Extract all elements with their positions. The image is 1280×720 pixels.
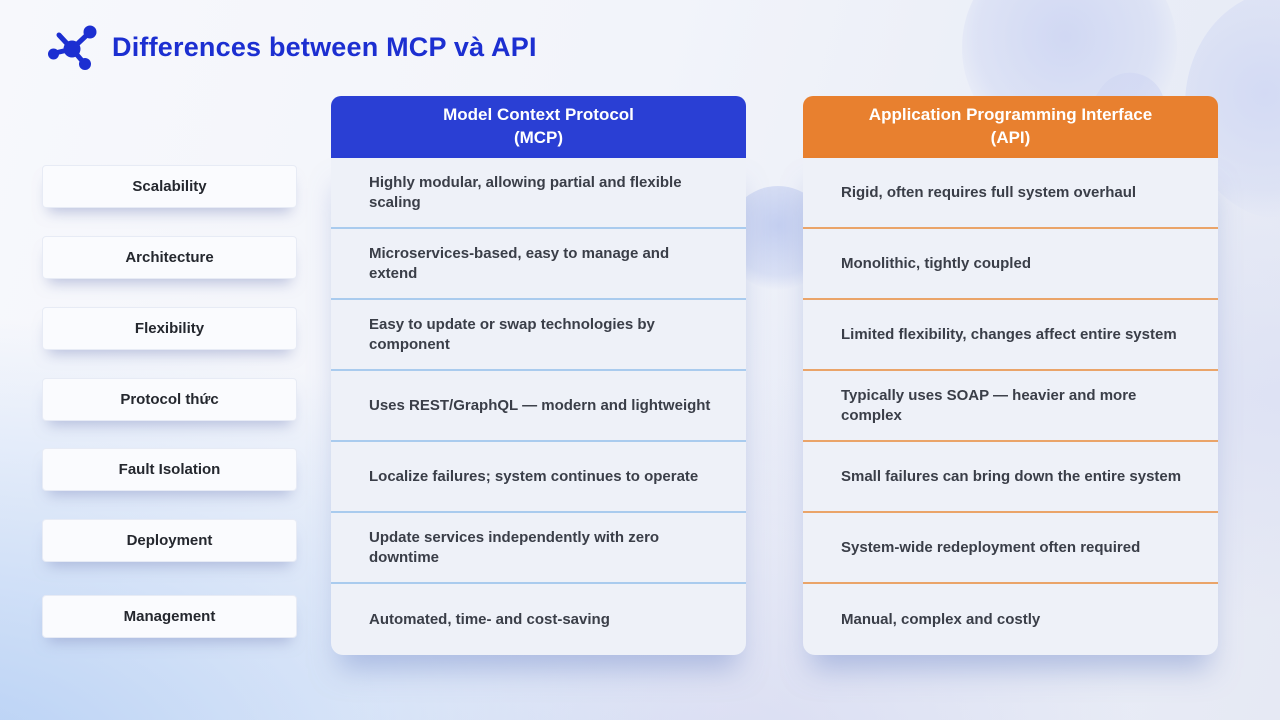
api-cell-text: Monolithic, tightly coupled — [841, 254, 1031, 272]
api-cell-text: Limited flexibility, changes affect enti… — [841, 325, 1177, 343]
page-title: Differences between MCP và API — [112, 31, 537, 62]
mcp-cell-text: Update services independently with zero … — [369, 528, 660, 566]
mcp-cell-text: Highly modular, allowing partial and fle… — [369, 173, 682, 211]
row-label-deployment: Deployment — [42, 519, 297, 562]
mcp-cell-deployment: Update services independently with zero … — [331, 513, 746, 584]
mcp-cell-protocol: Uses REST/GraphQL — modern and lightweig… — [331, 371, 746, 442]
row-label-protocol: Protocol thức — [42, 378, 297, 421]
api-cell-deployment: System-wide redeployment often required — [803, 513, 1218, 584]
api-header-line2: (API) — [990, 128, 1031, 147]
api-header-line1: Application Programming Interface — [868, 105, 1153, 125]
api-cell-management: Manual, complex and costly — [803, 584, 1218, 655]
mcp-column: Model Context Protocol (MCP) Highly modu… — [331, 96, 746, 655]
row-label-fault-isolation: Fault Isolation — [42, 448, 297, 491]
api-cell-text: Rigid, often requires full system overha… — [841, 183, 1137, 201]
mcp-cell-fault-isolation: Localize failures; system continues to o… — [331, 442, 746, 513]
molecule-icon — [48, 25, 97, 70]
mcp-cell-text: Microservices-based, easy to manage and … — [369, 244, 670, 282]
api-cell-text: Small failures can bring down the entire… — [841, 467, 1182, 485]
title-row: Differences between MCP và API — [46, 24, 537, 70]
row-label-scalability: Scalability — [42, 165, 297, 208]
mcp-column-header: Model Context Protocol (MCP) — [331, 96, 746, 158]
row-label-flexibility: Flexibility — [42, 307, 297, 350]
mcp-header-line1: Model Context Protocol — [443, 105, 634, 125]
api-column: Application Programming Interface (API) … — [803, 96, 1218, 655]
row-label-architecture: Architecture — [42, 236, 297, 279]
api-cell-text: Manual, complex and costly — [841, 610, 1041, 628]
api-column-body: Rigid, often requires full system overha… — [803, 158, 1218, 655]
mcp-cell-management: Automated, time- and cost-saving — [331, 584, 746, 655]
mcp-header-line2: (MCP) — [513, 128, 564, 147]
row-label-management: Management — [42, 595, 297, 638]
api-cell-fault-isolation: Small failures can bring down the entire… — [803, 442, 1218, 513]
mcp-cell-architecture: Microservices-based, easy to manage and … — [331, 229, 746, 300]
mcp-cell-text: Easy to update or swap technologies by c… — [369, 315, 655, 353]
mcp-cell-text: Automated, time- and cost-saving — [369, 610, 610, 628]
api-cell-text: System-wide redeployment often required — [841, 538, 1141, 556]
api-cell-architecture: Monolithic, tightly coupled — [803, 229, 1218, 300]
mcp-cell-flexibility: Easy to update or swap technologies by c… — [331, 300, 746, 371]
mcp-cell-text: Localize failures; system continues to o… — [369, 467, 699, 485]
api-cell-flexibility: Limited flexibility, changes affect enti… — [803, 300, 1218, 371]
mcp-cell-scalability: Highly modular, allowing partial and fle… — [331, 158, 746, 229]
api-column-header: Application Programming Interface (API) — [803, 96, 1218, 158]
mcp-cell-text: Uses REST/GraphQL — modern and lightweig… — [369, 396, 711, 414]
mcp-column-body: Highly modular, allowing partial and fle… — [331, 158, 746, 655]
api-cell-text: Typically uses SOAP — heavier and more c… — [841, 386, 1137, 424]
api-cell-scalability: Rigid, often requires full system overha… — [803, 158, 1218, 229]
api-cell-protocol: Typically uses SOAP — heavier and more c… — [803, 371, 1218, 442]
